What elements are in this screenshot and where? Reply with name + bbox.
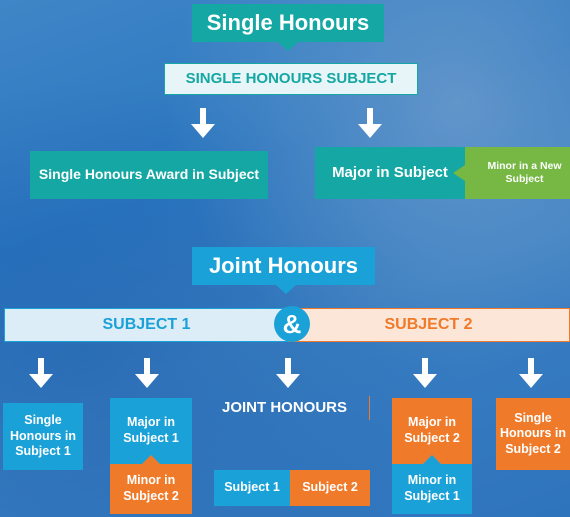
down-arrow-icon	[29, 358, 53, 388]
down-arrow-icon	[191, 108, 215, 138]
single-title-pointer	[278, 42, 298, 51]
single-honours-subject-2: Single Honours in Subject 2	[496, 398, 570, 470]
ampersand-circle: &	[274, 306, 310, 342]
single-honours-subject: SINGLE HONOURS SUBJECT	[164, 63, 418, 95]
major-subject-2: Major in Subject 2	[392, 398, 472, 464]
joint-subject-1: Subject 1	[214, 470, 290, 506]
joint-honours-label: JOINT HONOURS	[214, 396, 370, 420]
down-arrow-icon	[135, 358, 159, 388]
down-arrow-icon	[358, 108, 382, 138]
minor-subject-2-pointer	[142, 455, 160, 464]
single-honours-subject-1: Single Honours in Subject 1	[3, 403, 83, 470]
minor-subject-1-pointer	[423, 455, 441, 464]
joint-subject-2: Subject 2	[290, 470, 370, 506]
joint-honours-title: Joint Honours	[192, 247, 375, 285]
minor-in-new-subject: Minor in a New Subject	[465, 147, 570, 199]
minor-subject-1: Minor in Subject 1	[392, 464, 472, 514]
minor-pointer	[453, 165, 465, 181]
major-in-subject: Major in Subject	[315, 147, 465, 199]
down-arrow-icon	[276, 358, 300, 388]
single-honours-title: Single Honours	[192, 4, 384, 42]
down-arrow-icon	[413, 358, 437, 388]
down-arrow-icon	[519, 358, 543, 388]
major-subject-1: Major in Subject 1	[110, 398, 192, 464]
minor-subject-2: Minor in Subject 2	[110, 464, 192, 514]
single-honours-award: Single Honours Award in Subject	[30, 151, 268, 199]
subject-1-band: SUBJECT 1	[4, 308, 288, 342]
joint-title-pointer	[276, 285, 296, 294]
subject-2-band: SUBJECT 2	[288, 308, 570, 342]
